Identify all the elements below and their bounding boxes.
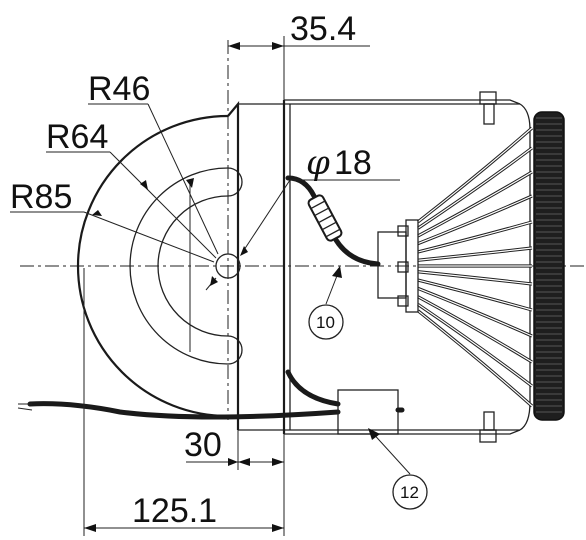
callout-label-12: 12 <box>400 483 419 502</box>
pivot-hole <box>215 253 241 279</box>
dimension-30: 30 <box>184 426 222 464</box>
radius-label-r64: R64 <box>46 118 108 156</box>
cooling-fins <box>417 126 534 408</box>
junction-box <box>337 389 399 435</box>
top-dimension <box>228 36 370 100</box>
diameter-leader <box>205 179 400 291</box>
radius-leaders <box>10 103 219 263</box>
diameter-value: 18 <box>334 144 372 182</box>
callout-leaders <box>325 266 411 475</box>
lamp-head <box>377 103 565 431</box>
radius-label-r46: R46 <box>88 70 150 108</box>
radius-label-r85: R85 <box>10 178 72 216</box>
lens-ribs <box>536 117 562 413</box>
overall-dimension <box>83 268 285 536</box>
power-cable <box>17 175 381 420</box>
callout-circle-10 <box>308 304 344 340</box>
offset-dimension <box>186 430 285 470</box>
callout-label-10: 10 <box>316 313 335 332</box>
dimension-35-4: 35.4 <box>290 10 356 48</box>
diameter-symbol: φ <box>306 143 330 183</box>
bracket-arm <box>76 100 520 431</box>
dimension-125-1: 125.1 <box>132 492 217 530</box>
callout-circle-12 <box>392 474 428 510</box>
